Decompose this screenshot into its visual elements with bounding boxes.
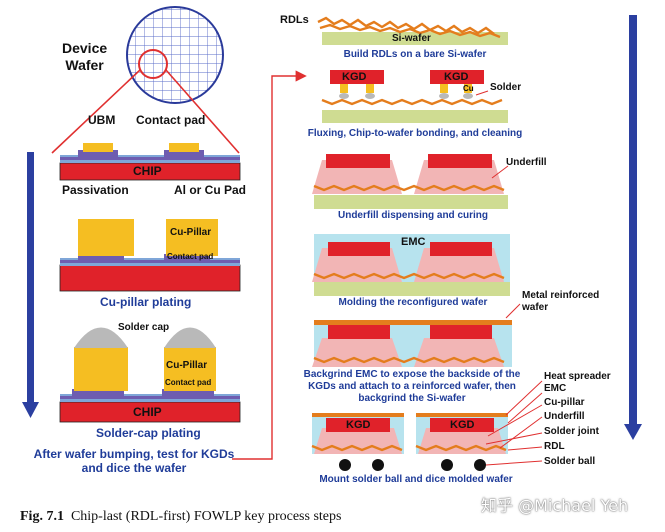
ubm-label: UBM bbox=[88, 113, 116, 127]
step6-final bbox=[311, 380, 543, 471]
kgd-label-2: KGD bbox=[444, 71, 469, 83]
figure-caption-text: Chip-last (RDL-first) FOWLP key process … bbox=[70, 509, 342, 524]
chip-label: CHIP bbox=[133, 164, 162, 178]
figure-caption: Fig. 7.1 Chip-last (RDL-first) FOWLP key… bbox=[20, 509, 341, 525]
device-wafer bbox=[51, 6, 240, 154]
legend-solder-ball: Solder ball bbox=[544, 456, 596, 467]
step2-caption: Fluxing, Chip-to-wafer bonding, and clea… bbox=[307, 128, 523, 139]
step6-caption: Mount solder ball and dice molded wafer bbox=[319, 474, 513, 485]
step1-caption: Build RDLs on a bare Si-wafer bbox=[343, 49, 487, 60]
legend-cu-pillar: Cu-pillar bbox=[544, 397, 585, 408]
step3-caption: Underfill dispensing and curing bbox=[337, 210, 488, 221]
watermark: 知乎 @Michael Yeh bbox=[481, 496, 629, 515]
contact-pad-small-label: Contact pad bbox=[167, 252, 214, 261]
emc-label: EMC bbox=[401, 236, 426, 248]
after-bumping-caption: After wafer bumping, test for KGDs and d… bbox=[33, 447, 235, 475]
step4-caption: Molding the reconfigured wafer bbox=[338, 297, 488, 308]
cu-pillar-plating-caption: Cu-pillar plating bbox=[100, 295, 192, 309]
device-wafer-label: Device Wafer bbox=[62, 40, 108, 73]
legend-underfill: Underfill bbox=[544, 411, 585, 422]
solder-cap-block bbox=[59, 327, 241, 423]
step3-underfill bbox=[312, 154, 509, 209]
solder-label: Solder bbox=[490, 82, 522, 93]
chip-ubm-block bbox=[59, 143, 241, 181]
metal-wafer-label: Metal reinforced wafer bbox=[522, 290, 600, 313]
rdls-label: RDLs bbox=[280, 14, 309, 26]
legend-rdl: RDL bbox=[544, 441, 565, 452]
contact-pad-label: Contact pad bbox=[136, 113, 206, 127]
solder-cap-plating-caption: Solder-cap plating bbox=[96, 426, 201, 440]
legend-heat-spreader: Heat spreader bbox=[544, 371, 611, 382]
chip-label-2: CHIP bbox=[133, 405, 162, 419]
left-process-arrow bbox=[22, 152, 39, 418]
cu-pillar-block bbox=[59, 219, 241, 292]
cu-label: Cu bbox=[463, 84, 474, 93]
kgd-label-1: KGD bbox=[342, 71, 367, 83]
step5-caption: Backgrind EMC to expose the backside of … bbox=[303, 369, 521, 404]
si-wafer-label: Si-wafer bbox=[392, 33, 431, 44]
cu-pillar-label-2: Cu-Pillar bbox=[166, 360, 208, 371]
step5-backgrind bbox=[312, 303, 521, 367]
step2-bonding bbox=[321, 70, 508, 123]
legend-solder-joint: Solder joint bbox=[544, 426, 599, 437]
right-process-arrow bbox=[624, 15, 642, 440]
figure-number: Fig. 7.1 bbox=[20, 509, 64, 524]
kgd-label-4: KGD bbox=[450, 419, 475, 431]
al-cu-pad-label: Al or Cu Pad bbox=[174, 183, 247, 197]
step4-molding bbox=[312, 234, 510, 296]
flow-bracket bbox=[232, 70, 307, 460]
cu-pillar-label: Cu-Pillar bbox=[170, 227, 212, 238]
passivation-label: Passivation bbox=[62, 183, 129, 197]
kgd-label-3: KGD bbox=[346, 419, 371, 431]
contact-pad-label-2: Contact pad bbox=[165, 378, 212, 387]
step1-si-wafer bbox=[317, 16, 508, 45]
solder-cap-label: Solder cap bbox=[118, 322, 170, 333]
underfill-label: Underfill bbox=[506, 157, 547, 168]
legend-emc: EMC bbox=[544, 383, 567, 394]
